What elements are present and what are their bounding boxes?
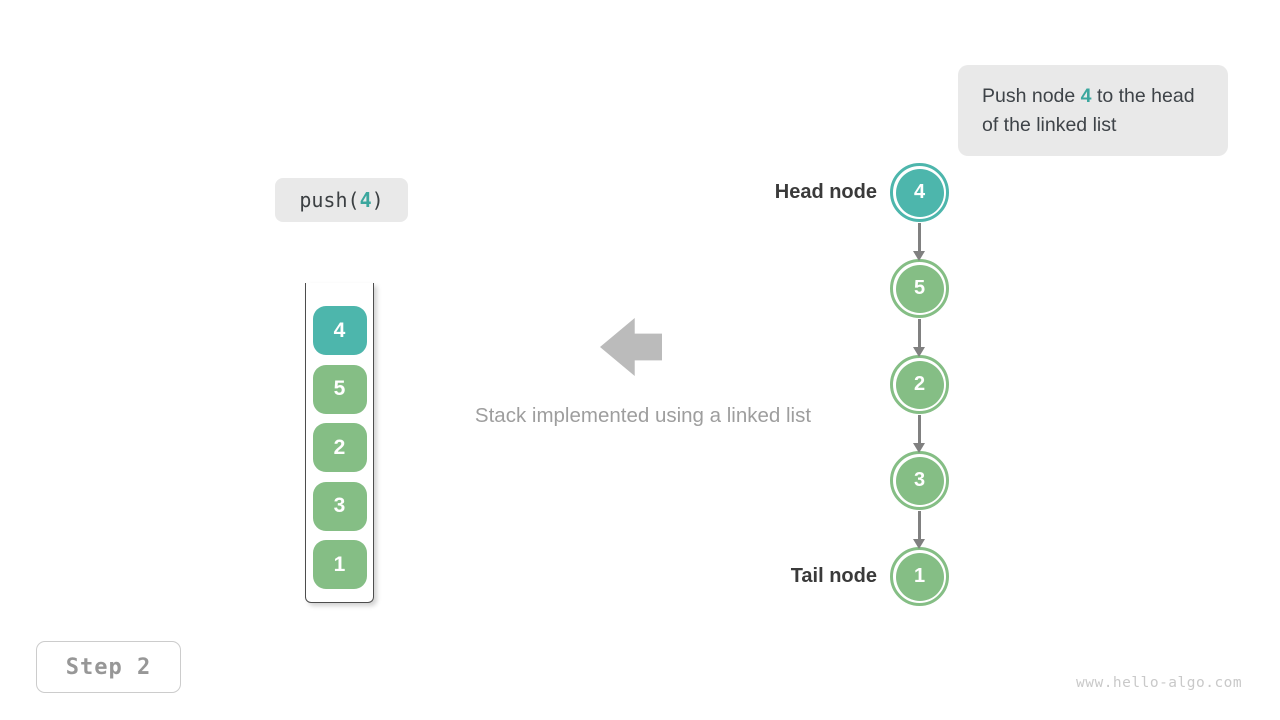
down-arrow-icon	[913, 511, 926, 549]
code-highlight-value: 4	[359, 188, 372, 212]
linked-list-node-value: 2	[895, 360, 944, 409]
linked-list-node-value: 4	[895, 168, 944, 217]
linked-list-node: 4	[890, 163, 949, 222]
linked-list-node-value: 3	[895, 456, 944, 505]
stack-block: 3	[312, 481, 367, 531]
annotation-text-prefix: Push node	[982, 85, 1081, 107]
linked-list-node: 2	[890, 355, 949, 414]
step-indicator: Step 2	[36, 641, 181, 693]
annotation-highlight-value: 4	[1080, 85, 1092, 107]
stack-block: 1	[312, 540, 367, 589]
linked-list-node: 3	[890, 451, 949, 510]
arrow-line	[918, 511, 921, 539]
arrow-head	[913, 251, 925, 261]
linked-list-node: 1	[890, 547, 949, 606]
arrow-line	[918, 415, 921, 443]
head-node-label: Head node	[774, 181, 877, 203]
arrow-line	[918, 319, 921, 347]
stack-block: 5	[312, 364, 367, 414]
left-block-arrow-icon	[600, 318, 662, 376]
down-arrow-icon	[913, 319, 926, 357]
stack-block: 4	[312, 306, 367, 355]
linked-list-node-value: 1	[895, 552, 944, 601]
watermark: www.hello-algo.com	[1076, 675, 1243, 691]
push-operation-box: push(4)	[275, 178, 408, 222]
stack-block: 2	[312, 423, 367, 472]
arrow-line	[918, 223, 921, 251]
tail-node-label: Tail node	[790, 565, 877, 587]
arrow-head	[913, 443, 925, 453]
stack-container: 4 5 2 3 1	[305, 283, 374, 603]
linked-list-node-value: 5	[895, 264, 944, 313]
code-suffix: )	[371, 188, 384, 212]
annotation-text-suffix: to the head of the linked list	[982, 85, 1200, 136]
down-arrow-icon	[913, 415, 926, 453]
code-prefix: push(	[299, 188, 360, 212]
annotation-box: Push node 4 to the head of the linked li…	[958, 65, 1228, 156]
arrow-head	[913, 539, 925, 549]
diagram-caption: Stack implemented using a linked list	[474, 404, 812, 427]
arrow-head	[913, 347, 925, 357]
down-arrow-icon	[913, 223, 926, 261]
linked-list-node: 5	[890, 259, 949, 318]
